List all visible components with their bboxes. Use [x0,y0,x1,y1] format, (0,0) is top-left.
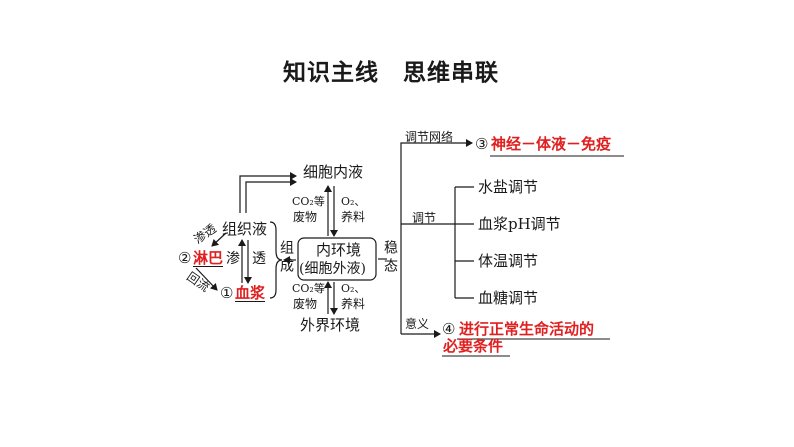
network-answer: 神经－体液－免疫 [491,135,612,153]
lymph-prefix: ② [178,249,192,267]
nutrient-top-label: 养料 [341,210,366,224]
meaning-label: 意义 [405,317,430,331]
meaning-answer-line1: 进行正常生命活动的 [459,320,595,338]
co2-top-label: CO₂等 [292,195,325,208]
regulation-label: 调节 [412,211,437,225]
regulation-item: 体温调节 [478,252,539,270]
internal-env-label: 内环境 [316,241,362,259]
cell-fluid-label: 细胞内液 [303,163,364,181]
plasma-answer: 血浆 [235,284,266,302]
seep-through-char-1: 渗 [226,251,240,267]
o2-top-label: O₂、 [341,195,366,208]
steady-state-spine [400,139,473,224]
meaning-answer-line2: 必要条件 [443,337,504,355]
meaning-prefix: ④ [442,320,456,338]
regulation-item: 血糖调节 [478,289,539,307]
external-env-label: 外界环境 [300,316,361,334]
o2-bottom-label: O₂、 [341,282,366,295]
seep-through-char-2: 透 [252,251,266,267]
tissue-fluid-label: 组织液 [222,220,268,238]
extracellular-label: (细胞外液) [299,261,366,277]
steady-state-label: 稳态 [382,240,398,276]
plasma-prefix: ① [220,284,234,302]
compose-brace [269,221,283,299]
network-label: 调节网络 [405,130,454,144]
regulation-item: 血浆pH调节 [478,215,561,233]
nutrient-bottom-label: 养料 [341,297,366,311]
co2-bottom-label: CO₂等 [292,282,325,295]
tissue-to-lymph-arrow [211,232,227,247]
waste-bottom-label: 废物 [293,297,318,311]
compose-label: 组成 [278,240,294,276]
regulation-item: 水盐调节 [478,178,539,196]
lymph-to-plasma-arrow [195,267,218,291]
tissue-cell-exchange-arrow [239,172,297,213]
internal-env-box [297,237,377,281]
page-title: 知识主线 思维串联 [283,60,499,86]
network-prefix: ③ [475,135,489,153]
lymph-answer: 淋巴 [193,249,224,267]
waste-top-label: 废物 [293,210,318,224]
